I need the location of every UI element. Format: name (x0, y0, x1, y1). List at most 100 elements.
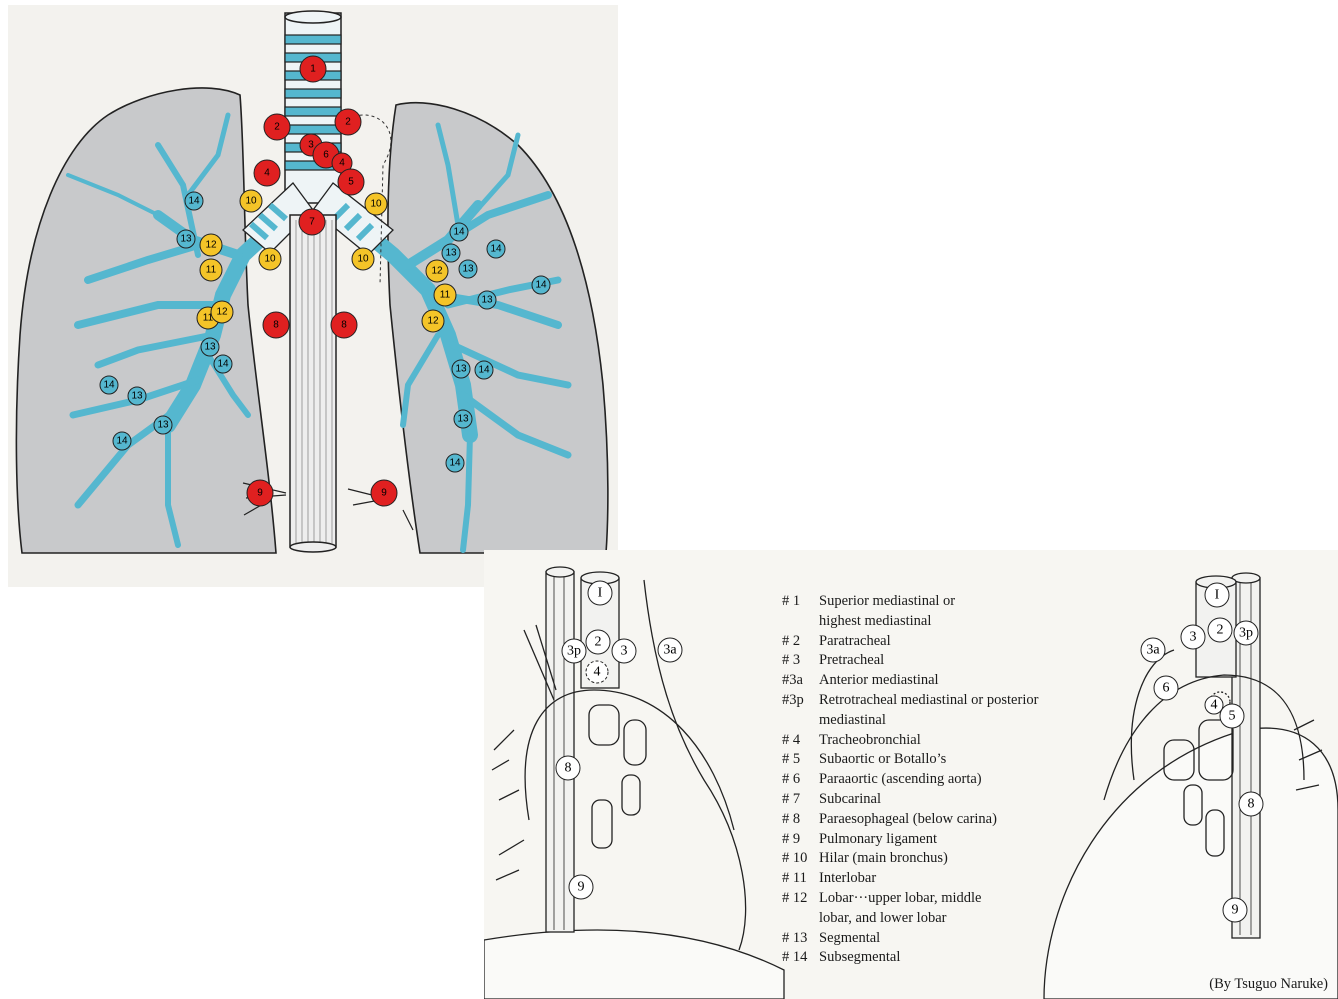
legend-code: # 9 (782, 830, 819, 850)
legend-text: Paraaortic (ascending aorta) (819, 770, 1102, 790)
svg-text:9: 9 (578, 880, 585, 895)
legend-code: # 4 (782, 731, 819, 751)
bnode-right-1: I (1205, 583, 1229, 607)
svg-text:2: 2 (274, 122, 280, 133)
bnode-left-8: 8 (556, 756, 580, 780)
svg-text:12: 12 (205, 240, 217, 251)
node-teal-l13c: 13 (478, 291, 496, 309)
legend-code: # 14 (782, 948, 819, 968)
legend-row: # 6Paraaortic (ascending aorta) (782, 770, 1102, 790)
node-red-1: 1 (300, 56, 326, 82)
node-red-8-right: 8 (263, 312, 289, 338)
legend-code: #3a (782, 671, 819, 691)
svg-text:3: 3 (308, 140, 314, 151)
svg-text:14: 14 (449, 458, 461, 469)
bnode-left-3a: 3a (658, 638, 682, 662)
bnode-left-4: 4 (586, 661, 608, 683)
svg-text:13: 13 (455, 364, 467, 375)
svg-text:13: 13 (180, 234, 192, 245)
bnode-right-3: 3 (1181, 625, 1205, 649)
bnode-right-3p: 3p (1234, 621, 1258, 645)
svg-text:14: 14 (478, 365, 490, 376)
bnode-right-3a: 3a (1141, 638, 1165, 662)
node-teal-l14b: 14 (487, 240, 505, 258)
legend-code: # 12 (782, 889, 819, 929)
node-yellow-12d: 12 (422, 310, 444, 332)
node-yellow-12a: 12 (200, 234, 222, 256)
svg-text:14: 14 (103, 380, 115, 391)
svg-text:3p: 3p (567, 644, 581, 659)
bnode-right-5: 5 (1220, 704, 1244, 728)
node-yellow-10a: 10 (240, 190, 262, 212)
svg-text:13: 13 (457, 414, 469, 425)
bnode-right-9: 9 (1223, 898, 1247, 922)
legend-row: # 3Pretracheal (782, 651, 1102, 671)
svg-text:14: 14 (453, 227, 465, 238)
svg-text:10: 10 (245, 196, 257, 207)
svg-text:1: 1 (310, 64, 316, 75)
node-yellow-11a: 11 (200, 259, 222, 281)
legend-text: Hilar (main bronchus) (819, 849, 1102, 869)
legend-text: Segmental (819, 929, 1102, 949)
node-red-9-right: 9 (247, 480, 273, 506)
svg-text:3p: 3p (1239, 626, 1253, 641)
svg-text:4: 4 (594, 665, 601, 680)
legend-code: # 2 (782, 632, 819, 652)
svg-text:3: 3 (1190, 630, 1197, 645)
legend-code: # 1 (782, 592, 819, 632)
node-teal-l13b: 13 (459, 260, 477, 278)
bnode-left-1: I (588, 581, 612, 605)
mediastinum-legend-figure: I 2 3p 3 3a 4 8 9 I (484, 550, 1338, 999)
node-teal-l13d: 13 (452, 360, 470, 378)
lymph-node-map-figure: 1 2 2 3 6 4 4 5 7 8 8 9 9 10 10 10 10 12… (8, 5, 618, 587)
node-yellow-11c: 11 (434, 284, 456, 306)
svg-text:13: 13 (131, 391, 143, 402)
node-teal-l13e: 13 (454, 410, 472, 428)
legend-text: Pulmonary ligament (819, 830, 1102, 850)
svg-text:14: 14 (490, 244, 502, 255)
legend-code: # 11 (782, 869, 819, 889)
node-yellow-10d: 10 (352, 248, 374, 270)
svg-text:8: 8 (1248, 797, 1255, 812)
legend-code: # 13 (782, 929, 819, 949)
svg-text:3: 3 (621, 644, 628, 659)
svg-text:13: 13 (157, 420, 169, 431)
svg-text:8: 8 (273, 320, 279, 331)
bnode-right-8: 8 (1239, 792, 1263, 816)
svg-text:7: 7 (309, 217, 315, 228)
legend-text: Subaortic or Botallo’s (819, 750, 1102, 770)
legend-row: # 5Subaortic or Botallo’s (782, 750, 1102, 770)
legend-text: Anterior mediastinal (819, 671, 1102, 691)
svg-text:10: 10 (370, 199, 382, 210)
node-teal-l14a: 14 (450, 223, 468, 241)
legend-text: Tracheobronchial (819, 731, 1102, 751)
node-teal-l14e: 14 (446, 454, 464, 472)
svg-text:14: 14 (217, 359, 229, 370)
bnode-right-4: 4 (1205, 696, 1223, 714)
legend-text: Subcarinal (819, 790, 1102, 810)
svg-text:9: 9 (381, 488, 387, 499)
svg-text:4: 4 (339, 158, 345, 169)
bnode-right-6: 6 (1154, 676, 1178, 700)
svg-text:2: 2 (1217, 623, 1224, 638)
bnode-left-2: 2 (586, 630, 610, 654)
legend-code: # 10 (782, 849, 819, 869)
legend-code: # 6 (782, 770, 819, 790)
node-teal-r13c: 13 (128, 387, 146, 405)
svg-text:2: 2 (595, 635, 602, 650)
svg-text:4: 4 (264, 168, 270, 179)
svg-text:5: 5 (1229, 709, 1236, 724)
svg-text:I: I (598, 586, 603, 601)
legend-code: # 3 (782, 651, 819, 671)
node-teal-r14d: 14 (113, 432, 131, 450)
